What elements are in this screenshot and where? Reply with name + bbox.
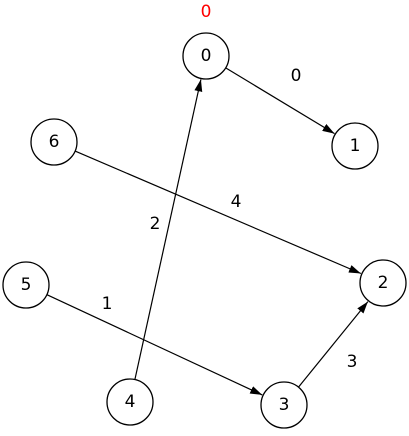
edge-3-to-2 — [298, 301, 369, 388]
edge-4-to-0 — [134, 79, 203, 380]
edge-5-to-3 — [46, 294, 263, 396]
node-1-label: 1 — [350, 136, 361, 156]
node-0: 0 — [182, 32, 230, 80]
node-1-circle — [331, 122, 379, 170]
node-2: 2 — [359, 259, 407, 307]
node-3-circle — [260, 381, 308, 429]
edge-label-3-to-2: 3 — [347, 352, 358, 372]
node-5-circle — [2, 261, 50, 309]
edge-label-5-to-3: 1 — [102, 294, 113, 314]
nodes-layer: 0 1 2 3 4 5 6 — [2, 32, 407, 429]
edge-6-to-2 — [74, 150, 362, 275]
node-0-circle — [182, 32, 230, 80]
node-4-circle — [106, 378, 154, 426]
node-6-label: 6 — [49, 132, 60, 152]
node-3-label: 3 — [279, 395, 290, 415]
node-4: 4 — [106, 378, 154, 426]
node-5-label: 5 — [21, 275, 32, 295]
edge-label-4-to-0: 2 — [150, 214, 161, 234]
node-0-annotation: 0 — [201, 2, 212, 22]
node-2-circle — [359, 259, 407, 307]
edge-label-6-to-2: 4 — [231, 192, 242, 212]
node-4-label: 4 — [125, 392, 136, 412]
node-1: 1 — [331, 122, 379, 170]
node-5: 5 — [2, 261, 50, 309]
edge-0-to-1 — [225, 67, 335, 135]
node-6-circle — [30, 118, 78, 166]
edges-layer — [46, 67, 369, 396]
edge-label-0-to-1: 0 — [291, 66, 302, 86]
node-3: 3 — [260, 381, 308, 429]
node-0-label: 0 — [201, 46, 212, 66]
node-2-label: 2 — [378, 273, 389, 293]
node-6: 6 — [30, 118, 78, 166]
edge-labels-layer: 0 2 4 1 3 — [102, 66, 358, 372]
